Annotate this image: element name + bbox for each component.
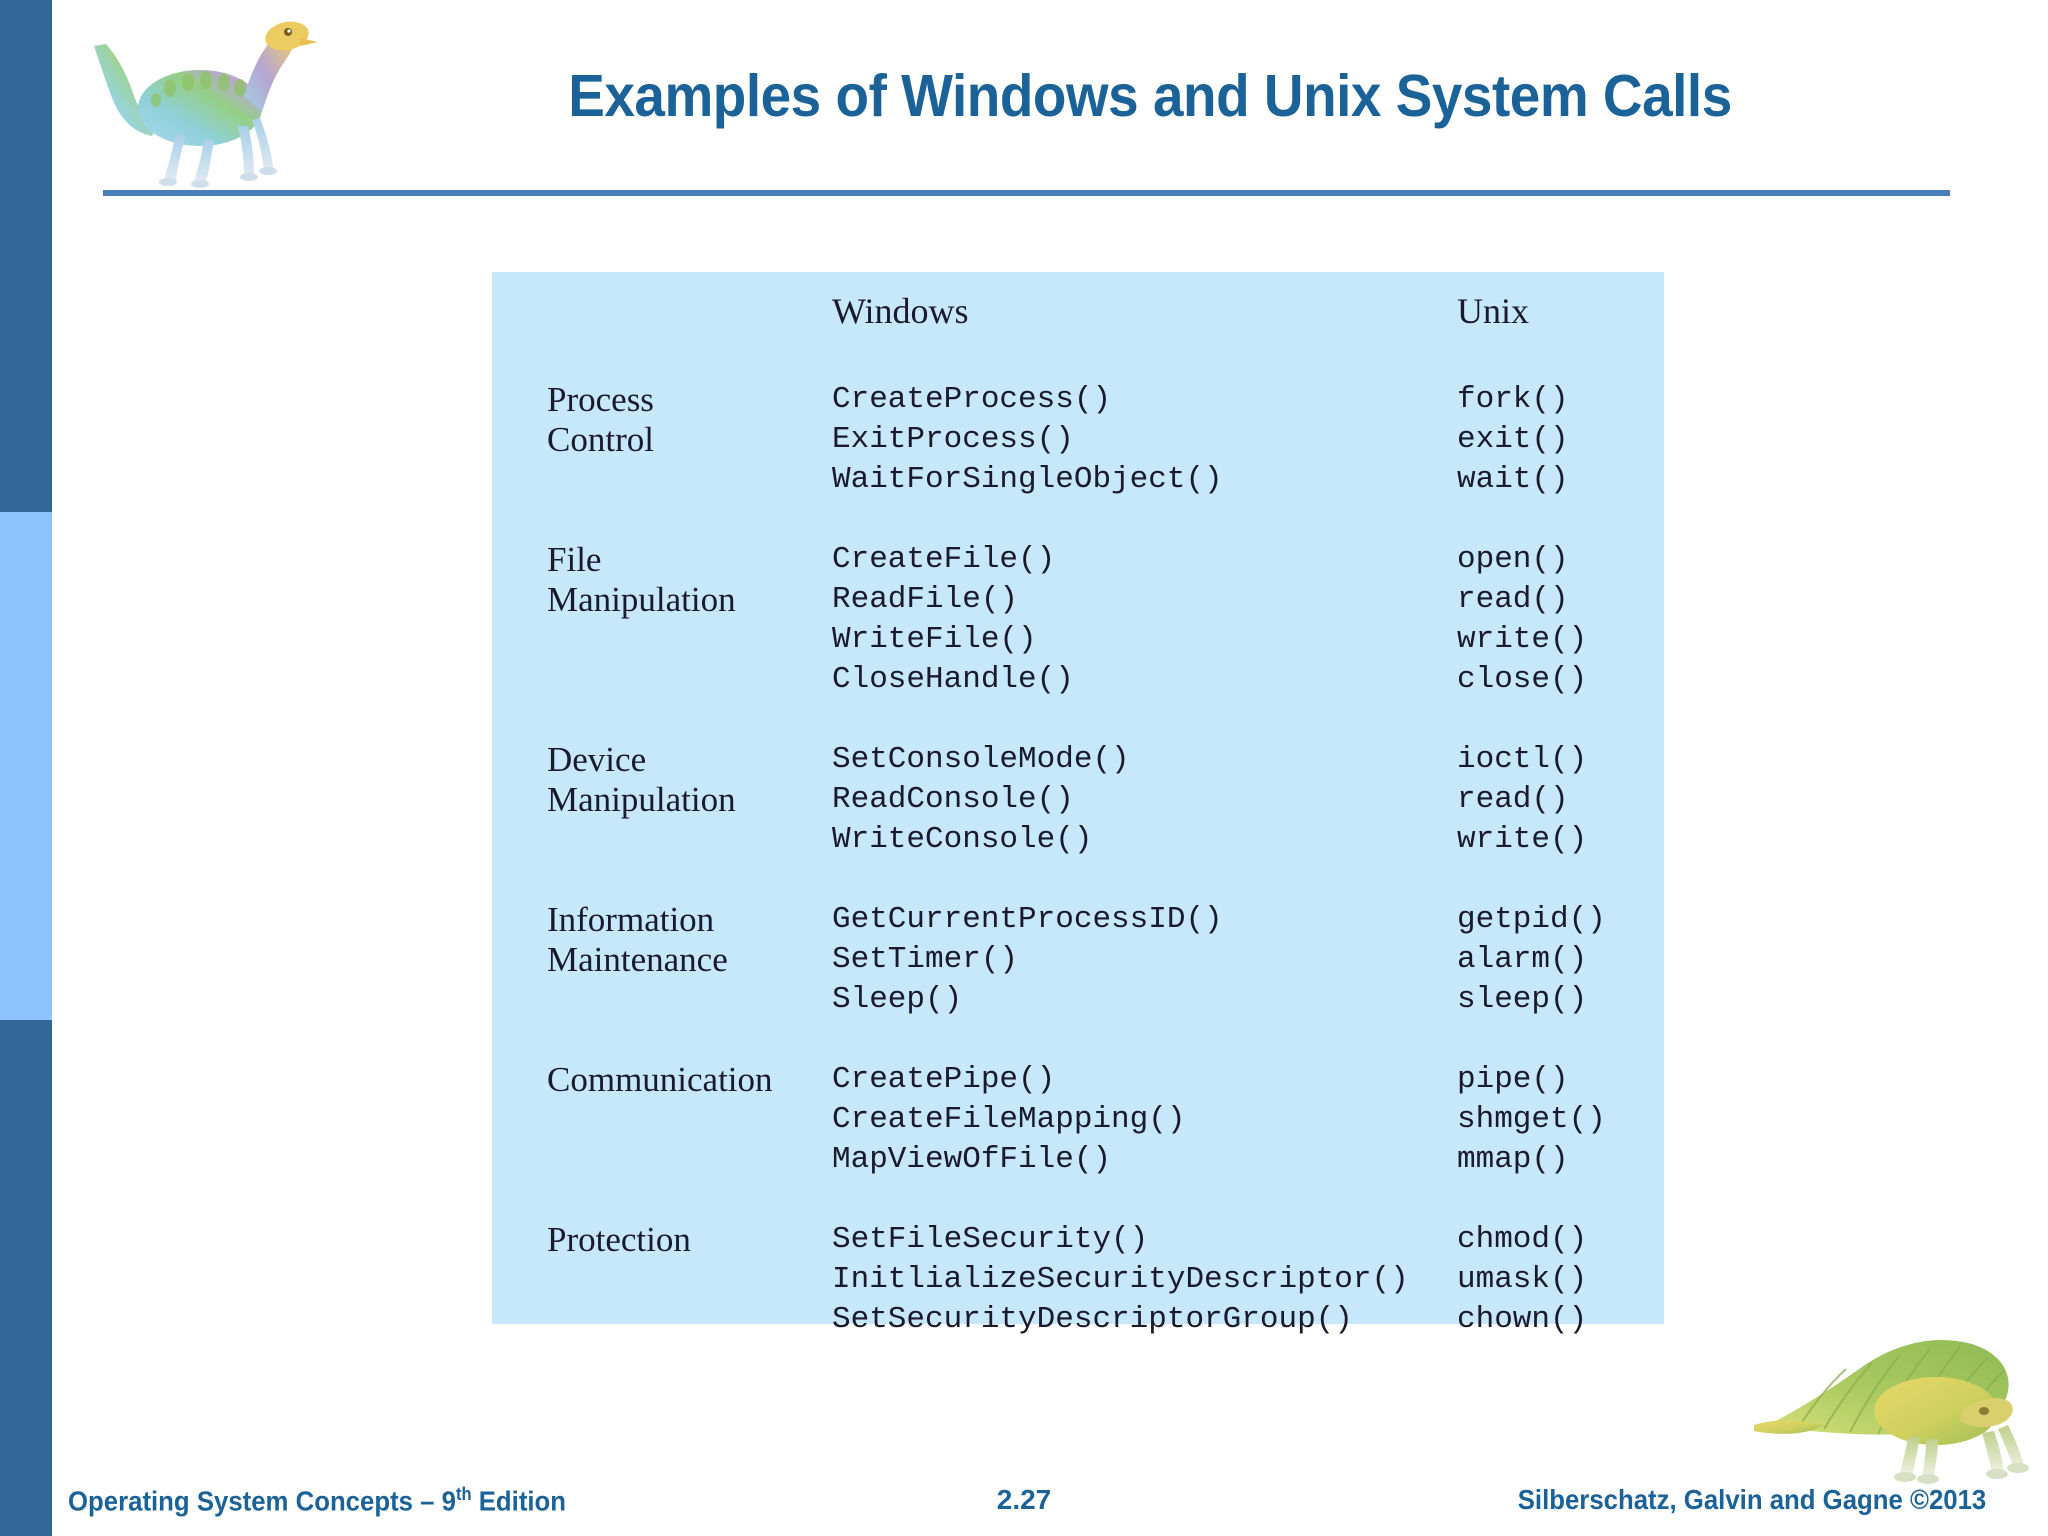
call-line: CreateFile() bbox=[832, 542, 1056, 577]
call-line: read() bbox=[1457, 782, 1569, 817]
call-line: ExitProcess() bbox=[832, 422, 1074, 457]
unix-calls-cell: fork() exit() wait() bbox=[1457, 380, 1657, 500]
title-underline-rule bbox=[103, 190, 1950, 196]
category-line: Information bbox=[547, 900, 715, 939]
call-line: open() bbox=[1457, 542, 1569, 577]
windows-calls-cell: SetConsoleMode() ReadConsole() WriteCons… bbox=[832, 740, 1452, 860]
call-line: close() bbox=[1457, 662, 1588, 697]
call-line: umask() bbox=[1457, 1262, 1588, 1297]
category-line: Maintenance bbox=[547, 940, 728, 979]
footer-book-title: Operating System Concepts – 9th Edition bbox=[68, 1484, 566, 1517]
category-line: Manipulation bbox=[547, 780, 736, 819]
unix-calls-cell: chmod() umask() chown() bbox=[1457, 1220, 1657, 1340]
system-calls-table-panel: Windows Unix Process Control CreateProce… bbox=[492, 272, 1664, 1337]
sidebar-stripe-bottom bbox=[0, 1020, 52, 1536]
call-line: mmap() bbox=[1457, 1142, 1569, 1177]
unix-calls-cell: pipe() shmget() mmap() bbox=[1457, 1060, 1657, 1180]
windows-calls-cell: CreateProcess() ExitProcess() WaitForSin… bbox=[832, 380, 1452, 500]
call-line: ReadFile() bbox=[832, 582, 1019, 617]
row-category-label: Information Maintenance bbox=[547, 900, 817, 980]
windows-calls-cell: CreatePipe() CreateFileMapping() MapView… bbox=[832, 1060, 1452, 1180]
row-category-label: File Manipulation bbox=[547, 540, 817, 620]
category-line: Protection bbox=[547, 1220, 691, 1259]
call-line: getpid() bbox=[1457, 902, 1606, 937]
category-line: Device bbox=[547, 740, 647, 779]
call-line: MapViewOfFile() bbox=[832, 1142, 1112, 1177]
call-line: chmod() bbox=[1457, 1222, 1588, 1257]
call-line: wait() bbox=[1457, 462, 1569, 497]
call-line: exit() bbox=[1457, 422, 1569, 457]
call-line: CreateFileMapping() bbox=[832, 1102, 1186, 1137]
row-category-label: Device Manipulation bbox=[547, 740, 817, 820]
call-line: WriteConsole() bbox=[832, 822, 1093, 857]
windows-calls-cell: CreateFile() ReadFile() WriteFile() Clos… bbox=[832, 540, 1452, 700]
footer-book-title-suffix: Edition bbox=[471, 1485, 567, 1517]
call-line: read() bbox=[1457, 582, 1569, 617]
slide-header: Examples of Windows and Unix System Call… bbox=[0, 0, 2048, 210]
call-line: ReadConsole() bbox=[832, 782, 1074, 817]
call-line: ioctl() bbox=[1457, 742, 1588, 777]
call-line: SetFileSecurity() bbox=[832, 1222, 1149, 1257]
slide-footer: Operating System Concepts – 9th Edition … bbox=[0, 1474, 2048, 1536]
row-category-label: Protection bbox=[547, 1220, 817, 1260]
footer-book-title-prefix: Operating System Concepts – 9 bbox=[68, 1485, 456, 1517]
unix-calls-cell: ioctl() read() write() bbox=[1457, 740, 1657, 860]
dinosaur-logo-icon bbox=[94, 21, 318, 188]
category-line: File bbox=[547, 540, 602, 579]
page-number: 2.27 bbox=[996, 1484, 1052, 1515]
category-line: Control bbox=[547, 420, 654, 459]
row-category-label: Communication bbox=[547, 1060, 817, 1100]
call-line: WriteFile() bbox=[832, 622, 1037, 657]
call-line: GetCurrentProcessID() bbox=[832, 902, 1223, 937]
call-line: chown() bbox=[1457, 1302, 1588, 1337]
sidebar-stripe-middle bbox=[0, 512, 52, 1020]
call-line: shmget() bbox=[1457, 1102, 1606, 1137]
category-line: Manipulation bbox=[547, 580, 736, 619]
category-line: Process bbox=[547, 380, 654, 419]
call-line: SetTimer() bbox=[832, 942, 1019, 977]
windows-calls-cell: SetFileSecurity() InitlializeSecurityDes… bbox=[832, 1220, 1452, 1340]
column-header-windows: Windows bbox=[832, 291, 969, 331]
call-line: InitlializeSecurityDescriptor() bbox=[832, 1262, 1409, 1297]
call-line: fork() bbox=[1457, 382, 1569, 417]
call-line: SetSecurityDescriptorGroup() bbox=[832, 1302, 1353, 1337]
call-line: Sleep() bbox=[832, 982, 963, 1017]
call-line: sleep() bbox=[1457, 982, 1588, 1017]
row-category-label: Process Control bbox=[547, 380, 817, 460]
column-header-unix: Unix bbox=[1457, 291, 1529, 331]
page-title: Examples of Windows and Unix System Call… bbox=[568, 63, 1732, 129]
windows-calls-cell: GetCurrentProcessID() SetTimer() Sleep() bbox=[832, 900, 1452, 1020]
call-line: pipe() bbox=[1457, 1062, 1569, 1097]
category-line: Communication bbox=[547, 1060, 773, 1099]
call-line: write() bbox=[1457, 622, 1588, 657]
call-line: alarm() bbox=[1457, 942, 1588, 977]
call-line: CreatePipe() bbox=[832, 1062, 1056, 1097]
footer-copyright: Silberschatz, Galvin and Gagne ©2013 bbox=[1517, 1484, 1986, 1515]
call-line: CreateProcess() bbox=[832, 382, 1112, 417]
sidebar-stripe-top bbox=[0, 0, 52, 512]
dimetrodon-dinosaur-icon bbox=[1754, 1340, 2029, 1484]
call-line: write() bbox=[1457, 822, 1588, 857]
call-line: CloseHandle() bbox=[832, 662, 1074, 697]
unix-calls-cell: getpid() alarm() sleep() bbox=[1457, 900, 1657, 1020]
table-header-row: Windows Unix bbox=[492, 290, 1664, 350]
call-line: SetConsoleMode() bbox=[832, 742, 1130, 777]
call-line: WaitForSingleObject() bbox=[832, 462, 1223, 497]
unix-calls-cell: open() read() write() close() bbox=[1457, 540, 1657, 700]
footer-edition-ordinal: th bbox=[455, 1484, 472, 1504]
